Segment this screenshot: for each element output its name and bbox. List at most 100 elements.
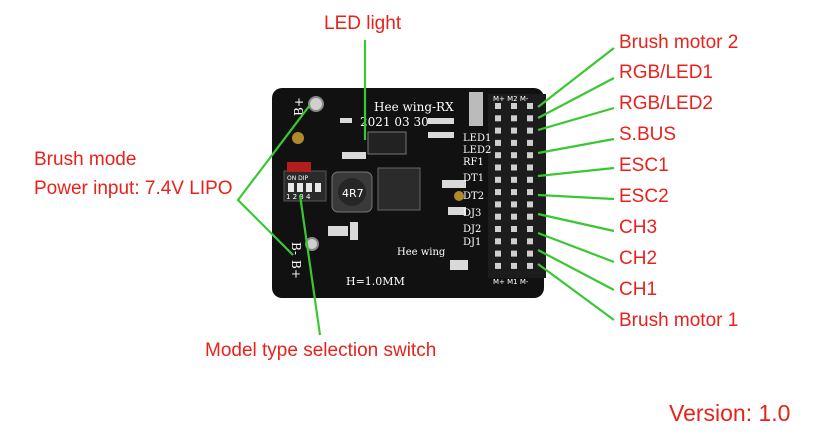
header-pin (527, 115, 533, 122)
header-pin (495, 201, 501, 208)
bottom-header-label: M+ M1 M- (493, 278, 529, 286)
label-rgb-led1: RGB/LED1 (619, 62, 713, 83)
label-model-switch: Model type selection switch (205, 340, 437, 361)
pin-strip (469, 92, 483, 126)
header-pin (527, 238, 533, 245)
header-pin (495, 115, 501, 122)
smd-components (328, 118, 468, 270)
header-pin (511, 152, 517, 159)
leader-ch1 (537, 249, 615, 291)
pin-label: LED1 (463, 133, 491, 144)
header-pin (527, 152, 533, 159)
header-pin (511, 127, 517, 134)
header-pin (527, 103, 533, 109)
header-pin (511, 176, 517, 183)
header-pin (495, 213, 501, 220)
dip-red-body (287, 162, 311, 172)
board-date: 2021 03 30 (360, 115, 429, 129)
header-pin (495, 127, 501, 134)
version-label: Version: 1.0 (669, 400, 791, 426)
header-pin (527, 127, 533, 134)
leader-ch2 (537, 231, 615, 264)
label-power-input: Power input: 7.4V LIPO (34, 178, 233, 199)
pin-label: DT1 (463, 173, 484, 184)
header-pin (527, 176, 533, 183)
height-note: H=1.0MM (346, 275, 405, 288)
dip-toggles (288, 183, 321, 192)
pin-label: DJ1 (463, 237, 481, 248)
header-pin (527, 213, 533, 220)
header-pin (495, 176, 501, 183)
header-pin (511, 250, 517, 257)
header-pin (495, 164, 501, 171)
top-header-label: M+ M2 M- (493, 95, 529, 103)
inductor-core (338, 178, 366, 206)
label-ch2: CH2 (619, 248, 658, 269)
header-pin (511, 103, 517, 109)
label-led-light: LED light (324, 13, 402, 34)
label-brush-motor-2: Brush motor 2 (619, 32, 739, 53)
leader-rgb-led2 (537, 106, 615, 132)
pin-grid (495, 103, 533, 269)
header-pin (527, 139, 533, 146)
header-pin (495, 226, 501, 232)
leader-esc2 (537, 193, 615, 201)
main-chip (377, 167, 421, 211)
label-ch3: CH3 (619, 217, 658, 238)
header-pin (495, 238, 501, 245)
b-plus-top: B+ (292, 97, 306, 116)
dip-numbers: 1 2 3 4 (286, 193, 311, 201)
leader-rgb-led1 (537, 77, 615, 119)
label-esc1: ESC1 (619, 155, 669, 176)
label-esc2: ESC2 (619, 186, 669, 207)
label-ch1: CH1 (619, 279, 658, 300)
pad-left (292, 132, 304, 144)
header-pin (527, 189, 533, 196)
leader-sbus (537, 137, 615, 155)
leader-ch3 (537, 212, 615, 233)
header-pin (527, 226, 533, 232)
header-pin (495, 103, 501, 109)
leader-esc1 (537, 166, 615, 178)
label-brush-mode: Brush mode (34, 149, 137, 170)
pin-label: RF1 (463, 157, 484, 168)
led-chip (367, 131, 407, 155)
label-brush-motor-1: Brush motor 1 (619, 310, 739, 331)
header-pin (511, 201, 517, 208)
pin-label: DJ3 (463, 208, 481, 219)
board-logo: Hee wing (397, 247, 446, 258)
header-pin (511, 213, 517, 220)
header-pin (527, 262, 533, 269)
pin-label: DT2 (463, 191, 484, 202)
header-pin (495, 250, 501, 257)
dip-on-label: ON DIP (287, 175, 309, 182)
header-pin (511, 262, 517, 269)
pin-header (488, 94, 546, 278)
header-pin (511, 115, 517, 122)
label-rgb-led2: RGB/LED2 (619, 93, 713, 114)
leader-brush-mode (236, 104, 311, 256)
mount-hole-top (308, 96, 324, 112)
b-minus-bottom: B- (289, 242, 303, 255)
board-name: Hee wing-RX (374, 100, 454, 114)
header-pin (527, 201, 533, 208)
header-pin (511, 226, 517, 232)
inductor-label: 4R7 (342, 187, 364, 200)
pad-right (454, 191, 464, 201)
header-pin (511, 164, 517, 171)
header-pin (495, 152, 501, 159)
header-pin (527, 250, 533, 257)
pin-label: DJ2 (463, 224, 481, 235)
header-pin (495, 139, 501, 146)
header-pin (511, 189, 517, 196)
header-pin (527, 164, 533, 171)
leader-brush-motor-1 (537, 263, 615, 321)
pin-label: LED2 (463, 145, 491, 156)
leader-model-switch (298, 194, 322, 336)
header-pin (495, 189, 501, 196)
header-pin (495, 262, 501, 269)
b-plus-bottom: B+ (289, 260, 303, 279)
header-pin (511, 139, 517, 146)
